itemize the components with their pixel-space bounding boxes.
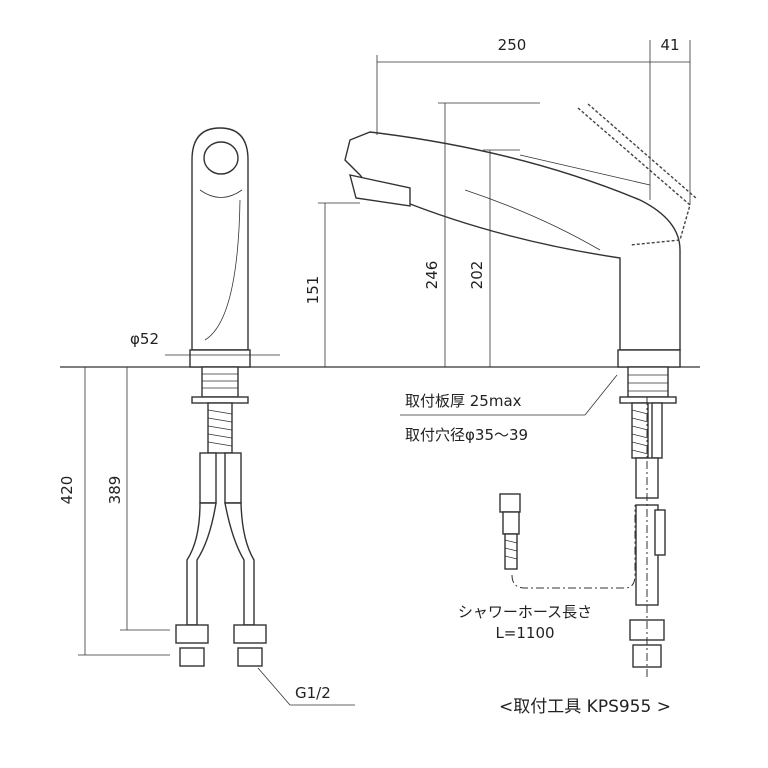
faucet-front-view <box>344 103 697 680</box>
mount-hole-note: 取付穴径φ35～39 <box>405 426 528 444</box>
dimension-lines <box>78 40 691 706</box>
dim-420-label: 420 <box>58 476 76 505</box>
mount-thickness-note: 取付板厚 25max <box>405 392 522 410</box>
dim-41-label: 41 <box>660 36 679 54</box>
thread-label: G1/2 <box>295 684 331 702</box>
faucet-side-view <box>175 127 267 667</box>
dim-250-label: 250 <box>498 36 527 54</box>
dim-phi52-label: φ52 <box>130 330 159 348</box>
tool-note: <取付工具 KPS955 > <box>499 697 671 717</box>
dim-389-label: 389 <box>106 476 124 505</box>
dim-246-label: 246 <box>423 261 441 290</box>
shower-hose-length: L=1100 <box>495 624 554 642</box>
dim-151-label: 151 <box>304 276 322 305</box>
dim-202-label: 202 <box>468 261 486 290</box>
shower-hose-label: シャワーホース長さ <box>458 603 592 621</box>
